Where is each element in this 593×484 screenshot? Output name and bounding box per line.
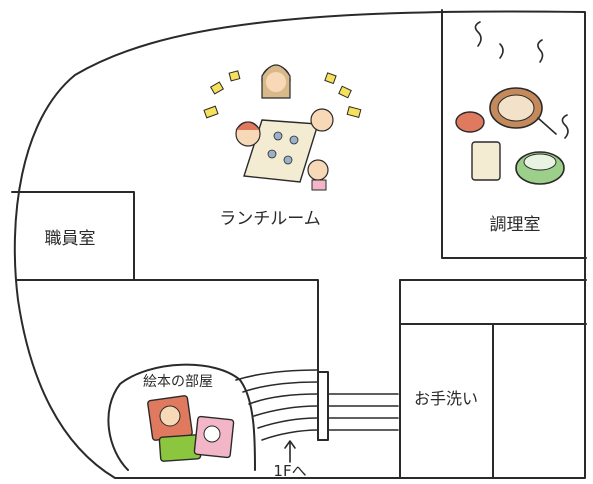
corridor-wall-left (15, 279, 319, 441)
to-first-floor[interactable]: 1Fへ (273, 440, 307, 480)
picture-book-room[interactable]: 絵本の部屋 (107, 363, 256, 471)
kitchen-label: 調理室 (490, 215, 541, 235)
washroom[interactable]: お手洗い (399, 323, 587, 479)
washroom-label: お手洗い (414, 389, 478, 408)
books-illustration (147, 395, 235, 462)
lunch-room[interactable]: ランチルーム (203, 64, 362, 229)
kitchen-room[interactable]: 調理室 (441, 9, 587, 259)
kitchen-illustration (455, 21, 569, 185)
lunch-room-label: ランチルーム (219, 209, 321, 229)
stairs-straight[interactable] (327, 393, 399, 431)
picture-book-room-label: 絵本の部屋 (143, 374, 213, 390)
staff-room[interactable]: 職員室 (11, 191, 135, 281)
building-outline (13, 10, 586, 479)
stair-column (317, 371, 329, 441)
staff-room-label: 職員室 (45, 229, 96, 249)
stairs-curved[interactable] (235, 369, 319, 441)
stairs-label: 1Fへ (273, 462, 306, 480)
lunch-illustration (203, 64, 362, 191)
